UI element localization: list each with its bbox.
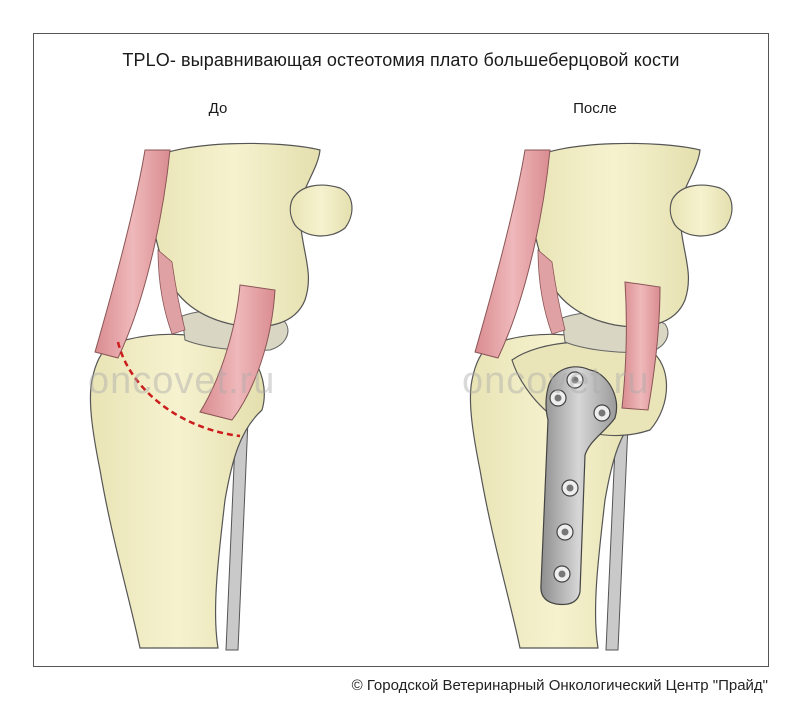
- inner-ligament-after: [537, 249, 566, 335]
- patellar-ligament-before: [94, 149, 171, 359]
- screw-head: [553, 565, 571, 583]
- label-after: После: [573, 100, 617, 117]
- screw-head: [561, 479, 579, 497]
- patella-after: [669, 184, 733, 237]
- watermark-left: oncovet.ru: [88, 360, 276, 402]
- patella-before: [289, 184, 353, 237]
- watermark-right: oncovet.ru: [462, 360, 650, 402]
- cruciate-ligament-before: [199, 284, 276, 421]
- label-before: До: [208, 100, 228, 117]
- screw-head: [593, 404, 611, 422]
- screw-head: [556, 523, 574, 541]
- screw-head: [566, 371, 584, 389]
- cruciate-ligament-after: [621, 281, 661, 411]
- plate-body: [540, 366, 618, 606]
- tplo-plate: [540, 366, 618, 606]
- knee-after: [469, 142, 733, 651]
- knee-before: [89, 142, 353, 651]
- screw-head: [549, 389, 567, 407]
- copyright-text: © Городской Ветеринарный Онкологический …: [351, 677, 768, 694]
- osteotomy-cut-line: [116, 341, 241, 438]
- inner-ligament-before: [157, 249, 186, 335]
- figure-title: TPLO- выравнивающая остеотомия плато бол…: [122, 50, 680, 70]
- patellar-ligament-after: [474, 149, 551, 359]
